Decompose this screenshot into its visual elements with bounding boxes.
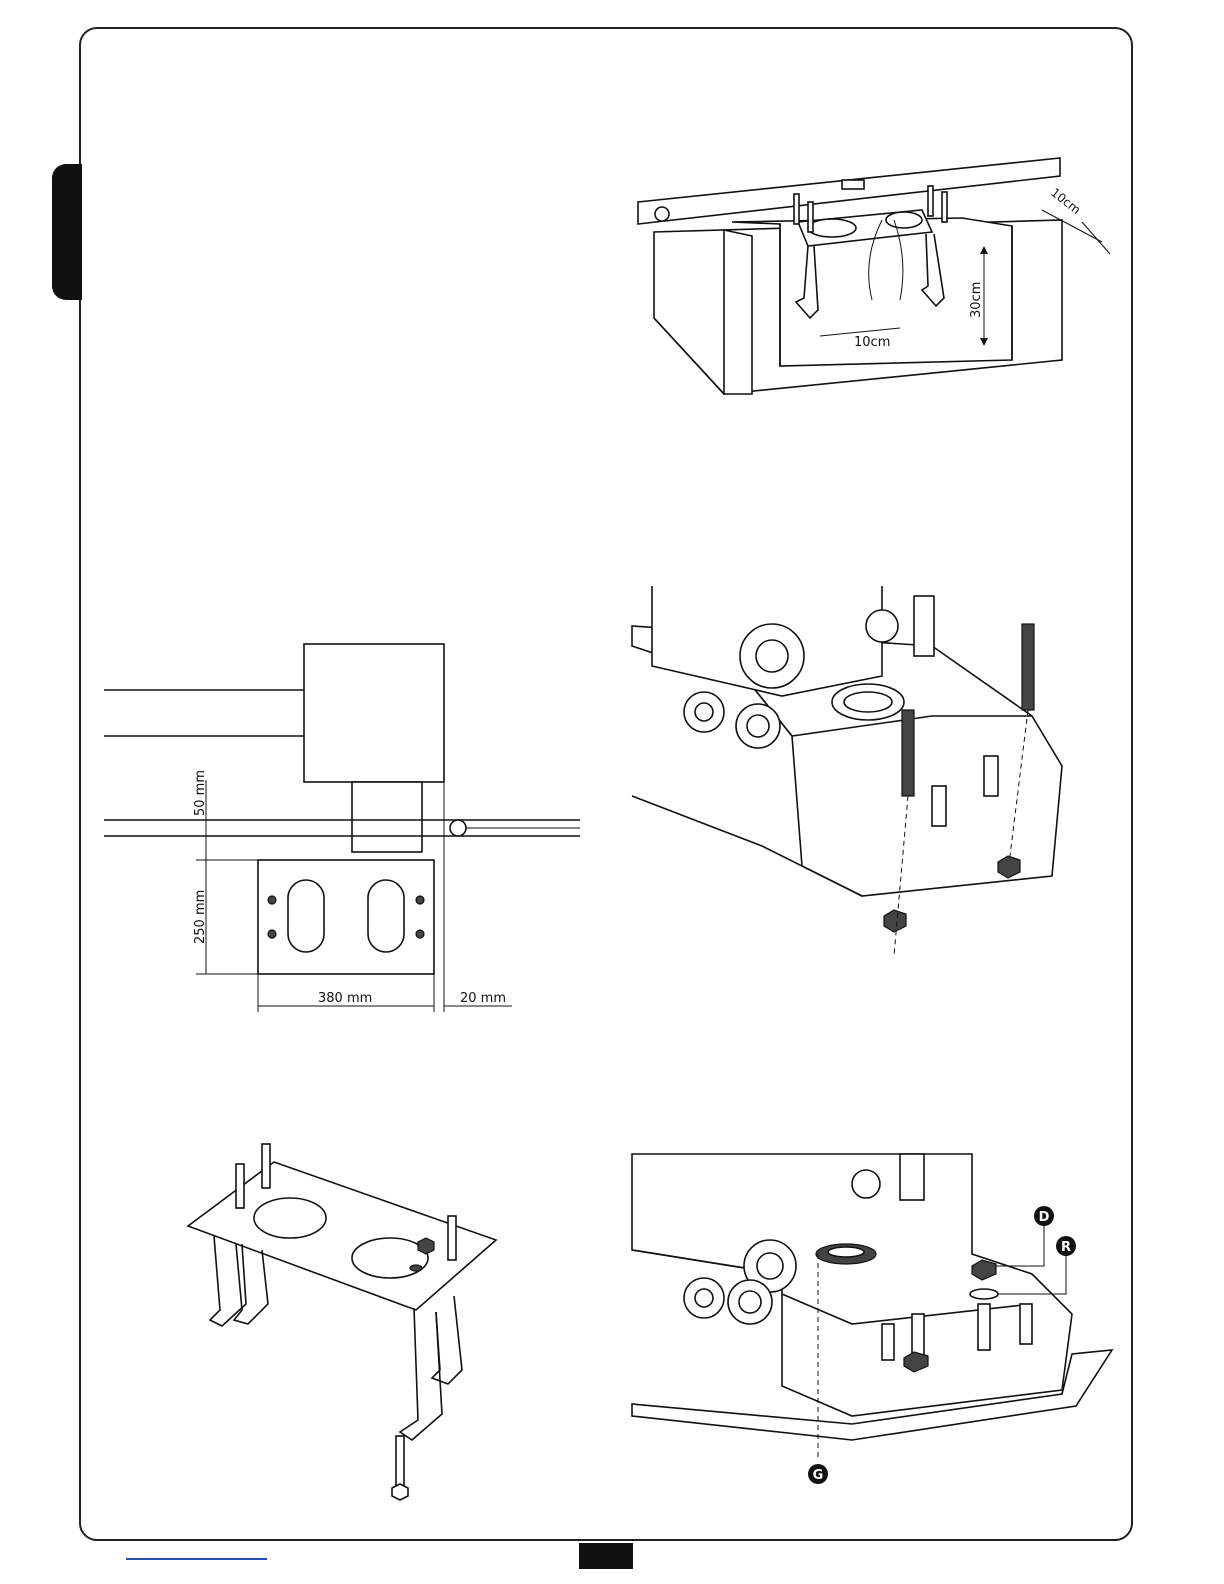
support-beam — [638, 158, 1060, 224]
dim-clearance-label: 50 mm — [193, 770, 208, 816]
gate-rails — [104, 644, 580, 852]
anchor-plate-plan — [258, 860, 434, 974]
motor-body — [632, 1154, 1072, 1416]
label-r-badge: R — [1056, 1236, 1076, 1256]
concrete-block — [654, 218, 1062, 394]
plan-view-figure: 50 mm 250 mm 380 mm 20 mm — [100, 640, 590, 1020]
label-d-badge: D — [1034, 1206, 1054, 1226]
anchor-plate-figure — [186, 1140, 506, 1520]
dim-depth-label: 30cm — [969, 282, 984, 318]
label-d: D — [1039, 1210, 1050, 1225]
dim-plate-depth-label: 250 mm — [193, 890, 208, 944]
dim-gap-label: 20 mm — [460, 991, 506, 1006]
footer-underline — [126, 1558, 267, 1560]
dim-plate-width-label: 380 mm — [318, 991, 372, 1006]
motor-fixing-figure: D R G — [632, 1154, 1122, 1494]
label-g-badge: G — [808, 1464, 828, 1484]
language-side-tab — [52, 164, 82, 300]
motor-base-studs-figure — [632, 586, 1072, 956]
page-number-tab — [579, 1543, 633, 1569]
motor-housing — [632, 586, 1062, 896]
label-r: R — [1061, 1240, 1071, 1255]
label-g: G — [813, 1468, 824, 1483]
dim-front-label: 10cm — [854, 335, 890, 350]
loose-bolt — [392, 1436, 408, 1500]
dim-side-label: 10cm — [1048, 185, 1083, 217]
foundation-pit-figure: 30cm 10cm 10cm — [632, 150, 1112, 400]
